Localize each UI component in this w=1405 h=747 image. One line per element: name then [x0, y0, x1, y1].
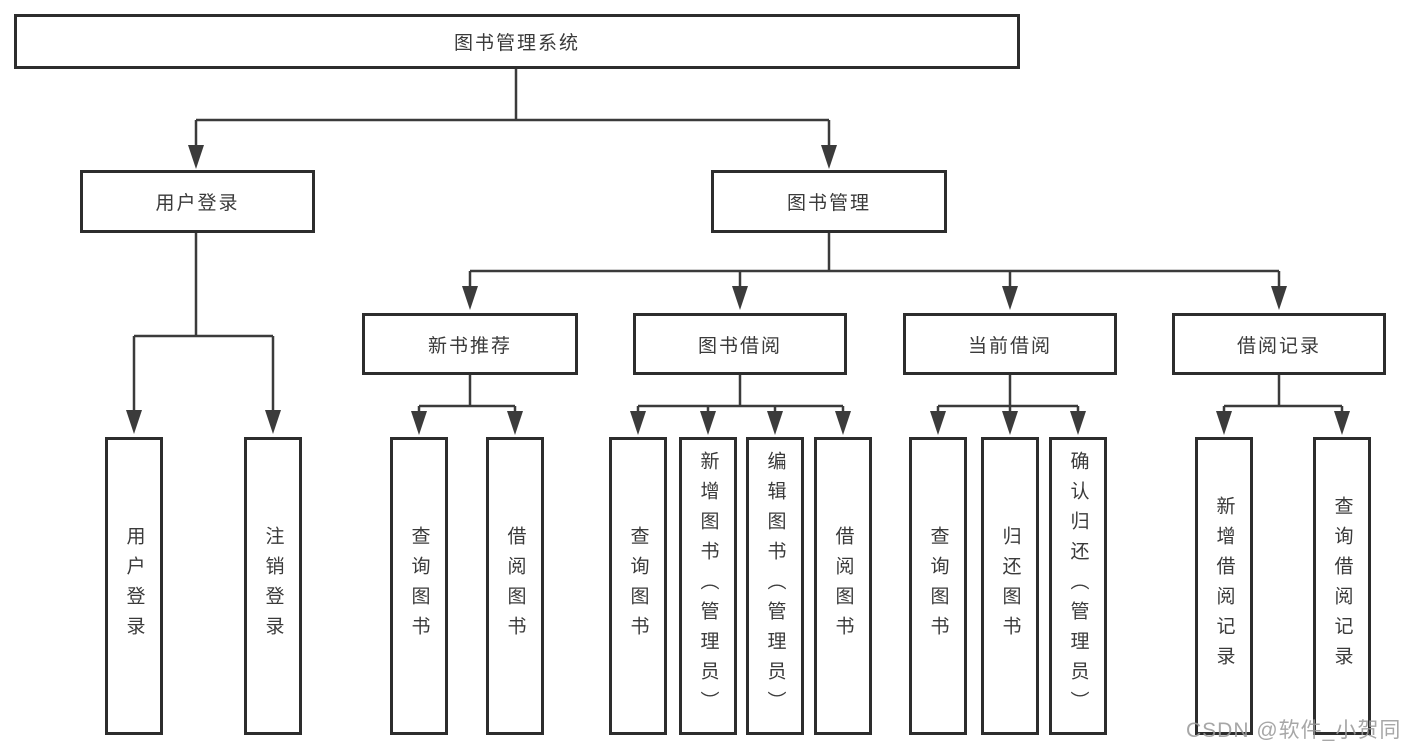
leaf-current-confirm-return-admin: 确认归还（管理员）: [1049, 437, 1107, 735]
leaf-user-login: 用户登录: [105, 437, 163, 735]
node-current-borrow: 当前借阅: [903, 313, 1117, 375]
leaf-borrow-borrow-book: 借阅图书: [814, 437, 872, 735]
leaf-current-query-book: 查询图书: [909, 437, 967, 735]
leaf-records-add-record: 新增借阅记录: [1195, 437, 1253, 735]
csdn-watermark: CSDN @软件_小贺同学: [1186, 719, 1402, 742]
node-book-management: 图书管理: [711, 170, 947, 233]
node-book-borrow: 图书借阅: [633, 313, 847, 375]
node-borrow-records: 借阅记录: [1172, 313, 1386, 375]
leaf-records-query-record: 查询借阅记录: [1313, 437, 1371, 735]
leaf-recommend-borrow-book: 借阅图书: [486, 437, 544, 735]
leaf-recommend-query-book: 查询图书: [390, 437, 448, 735]
node-user-login: 用户登录: [80, 170, 315, 233]
node-root-system: 图书管理系统: [14, 14, 1020, 69]
leaf-logout-login: 注销登录: [244, 437, 302, 735]
node-new-book-recommend: 新书推荐: [362, 313, 578, 375]
leaf-borrow-edit-book-admin: 编辑图书（管理员）: [746, 437, 804, 735]
leaf-borrow-query-book: 查询图书: [609, 437, 667, 735]
leaf-current-return-book: 归还图书: [981, 437, 1039, 735]
leaf-borrow-add-book-admin: 新增图书（管理员）: [679, 437, 737, 735]
